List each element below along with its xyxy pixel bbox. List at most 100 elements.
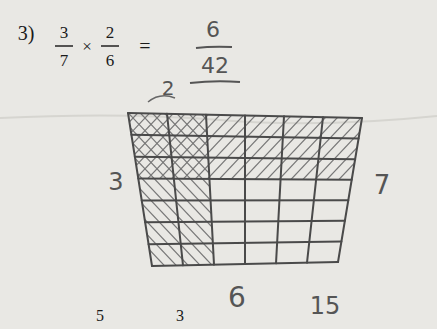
hatch-line [0, 100, 150, 280]
grid-line [138, 179, 351, 180]
hatch-line [352, 100, 437, 280]
dimension-label: 7 [374, 172, 391, 198]
hatch-line [388, 100, 437, 280]
hatch-line [208, 100, 378, 280]
hatch-line [268, 100, 437, 280]
grid-line [131, 135, 358, 139]
hatch-line [160, 100, 330, 280]
hatch-line [436, 100, 437, 280]
hatch-line [0, 100, 102, 280]
grid-line [338, 118, 362, 262]
hatch-line [0, 100, 30, 280]
hatching [0, 100, 437, 280]
hatch-line [64, 100, 234, 280]
hatch-line [260, 100, 430, 280]
hatch-line [400, 100, 437, 280]
hatch-line [224, 100, 394, 280]
hatch-line [424, 100, 437, 280]
hatch-line [0, 100, 18, 280]
hatch-line [392, 100, 437, 280]
hatch-line [88, 100, 258, 280]
hatch-line [304, 100, 437, 280]
hatch-line [112, 100, 282, 280]
hatch-line [428, 100, 437, 280]
denominator: 7 [60, 52, 69, 69]
hatch-line [0, 100, 154, 280]
hatch-line [284, 100, 437, 280]
hatch-line [176, 100, 346, 280]
hatch-line [232, 100, 402, 280]
hatch-line [0, 100, 130, 280]
hatch-line [332, 100, 437, 280]
hatch-line [0, 100, 66, 280]
hatch-line [0, 100, 126, 280]
hatch-line [28, 100, 198, 280]
dimension-label: 3 [108, 170, 123, 194]
hatch-line [248, 100, 418, 280]
answer-numerator: 6 [206, 19, 220, 41]
fraction-bar [196, 47, 232, 48]
grid-line [244, 116, 246, 265]
next-problem-number: 5 [96, 308, 104, 324]
numerator: 3 [60, 24, 69, 41]
hatch-line [236, 100, 406, 280]
hatch-line [152, 100, 322, 280]
hatch-line [0, 100, 6, 280]
hatch-line [124, 100, 294, 280]
grid-line [152, 262, 338, 266]
hatch-line [128, 100, 298, 280]
answer-underline [190, 81, 240, 83]
hatch-line [412, 100, 437, 280]
hatch-line [136, 100, 306, 280]
hatch-line [0, 100, 106, 280]
hatch-line [164, 100, 334, 280]
hatching [0, 100, 437, 280]
grid-line [142, 199, 349, 201]
hatch-line [40, 100, 210, 280]
hatch-line [0, 100, 42, 280]
hatch-line [52, 100, 222, 280]
hatch-line [184, 100, 354, 280]
hatch-line [0, 100, 82, 280]
hatch-line [0, 100, 78, 280]
hatch-line [212, 100, 382, 280]
answer-denominator: 42 [201, 55, 229, 77]
hatch-line [344, 100, 437, 280]
problem-number: 3) [18, 23, 35, 43]
hatch-line [292, 100, 437, 280]
hatch-line [148, 100, 318, 280]
denominator: 6 [106, 52, 115, 69]
hatch-line [308, 100, 437, 280]
grid-line [128, 113, 362, 118]
fraction-bar [55, 45, 73, 47]
hatch-line [140, 100, 310, 280]
grid-line [135, 157, 355, 159]
hatch-line [0, 100, 162, 280]
hatch-line [0, 100, 114, 280]
dimension-label: 15 [310, 294, 341, 318]
hatch-line [4, 100, 174, 280]
hatch-line [188, 100, 358, 280]
dimension-label: 2 [162, 78, 175, 98]
hatch-line [356, 100, 437, 280]
hatch-line [272, 100, 437, 280]
hatch-line [340, 100, 437, 280]
hatch-line [0, 100, 70, 280]
hatch-line [76, 100, 246, 280]
hatch-line [220, 100, 390, 280]
hatch-line [404, 100, 437, 280]
hatch-line [368, 100, 437, 280]
hatch-line [196, 100, 366, 280]
hatch-line [100, 100, 270, 280]
hatch-line [316, 100, 437, 280]
hatch-line [0, 100, 138, 280]
grid-line [145, 221, 345, 222]
grid-line [149, 241, 342, 244]
numerator: 2 [106, 24, 115, 41]
hatch-line [0, 100, 118, 280]
next-problem-number: 3 [176, 308, 184, 324]
hatch-line [416, 100, 437, 280]
hatch-line [16, 100, 186, 280]
